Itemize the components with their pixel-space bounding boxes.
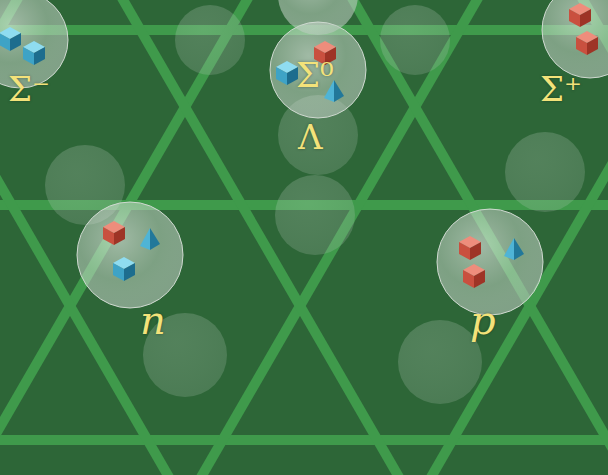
sigma-zero-label: Σ⁰ xyxy=(296,58,334,92)
sigma-zero-sphere xyxy=(270,22,366,118)
quark-cube xyxy=(0,27,21,51)
top-sphere xyxy=(278,0,358,35)
quark-pyramid xyxy=(504,238,524,260)
quark-cube xyxy=(463,264,485,288)
quark-cube xyxy=(276,61,298,85)
quark-cube xyxy=(103,221,125,245)
quark-cube xyxy=(23,41,45,65)
quark-cube xyxy=(459,236,481,260)
faint-sphere xyxy=(398,320,482,404)
faint-sphere xyxy=(380,5,450,75)
quark-cube xyxy=(113,257,135,281)
faint-sphere xyxy=(175,5,245,75)
proton-label: p xyxy=(470,300,496,340)
lattice-line xyxy=(330,0,608,475)
lattice-line xyxy=(100,0,470,475)
sigma-minus-label: Σ⁻ xyxy=(8,72,50,106)
neutron-sphere xyxy=(77,202,183,308)
baryon-spheres xyxy=(0,0,608,315)
background-spheres xyxy=(45,5,585,404)
quark-pyramid xyxy=(140,228,160,250)
quark-cube xyxy=(576,31,598,55)
quark-cube xyxy=(569,3,591,27)
faint-sphere xyxy=(505,132,585,212)
neutron-label: n xyxy=(140,300,166,340)
sigma-plus-sphere xyxy=(542,0,608,78)
faint-sphere xyxy=(275,175,355,255)
lattice-line xyxy=(0,0,270,475)
sigma-plus-label: Σ⁺ xyxy=(540,72,582,106)
lattice-line xyxy=(0,435,608,445)
lambda-label: Λ xyxy=(298,120,323,154)
